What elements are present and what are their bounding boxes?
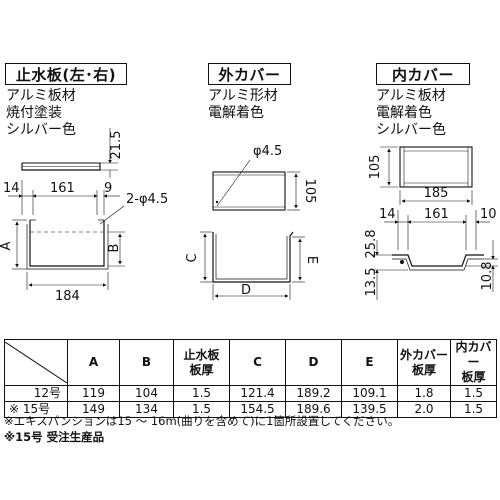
left-width-dims	[8, 180, 120, 215]
center-panel-title: 外カバー	[208, 63, 291, 85]
note-made-to-order: ※15号 受注生産品	[4, 430, 105, 444]
right-dim-h1: 25.8	[364, 230, 379, 259]
table-row: 12号 119 104 1.5 121.4 189.2 109.1 1.8 1.…	[4, 385, 497, 402]
note-expansion: ※エキスパンションは15 ～ 16m(曲りを含めて)に1箇所設置してください。	[4, 414, 400, 428]
table-cell: 109.1	[341, 385, 398, 402]
left-dim-total: 184	[55, 289, 80, 304]
left-dim-w3: 9	[104, 181, 112, 196]
center-height-dim	[287, 171, 300, 211]
left-spec: アルミ板材 焼付塗装 シルバー色	[6, 88, 76, 139]
table-header-seal-thickness-text: 止水板 板厚	[183, 347, 220, 377]
center-spec-line: アルミ形材	[208, 88, 278, 104]
table-cell: 1.8	[397, 385, 451, 402]
left-dim-w1: 14	[3, 181, 20, 196]
center-front-dims	[200, 231, 305, 300]
table-header-outer-thickness: 外カバー 板厚	[397, 339, 451, 386]
table-cell: 104	[119, 385, 174, 402]
left-top-view	[21, 128, 118, 178]
table-cell: 149	[67, 401, 120, 418]
right-dim-h2: 13.5	[364, 268, 379, 297]
left-dim-w2: 161	[50, 181, 75, 196]
table-cell: 189.6	[285, 401, 342, 418]
table-header-outer-thickness-text: 外カバー 板厚	[399, 347, 448, 377]
table-cell: 189.2	[285, 385, 342, 402]
table-cell: 1.5	[450, 385, 497, 402]
table-cell: 119	[67, 385, 120, 402]
table-header-b: B	[119, 339, 174, 386]
table-header-e: E	[341, 339, 398, 386]
technical-drawings: 21.5 14 161 9 2-φ4.5 A B 184	[0, 128, 498, 304]
table-cell: 1.5	[173, 401, 230, 418]
center-dim-e: E	[304, 256, 319, 264]
right-width-dims	[384, 210, 490, 250]
right-spec-line: アルミ板材	[376, 88, 446, 104]
right-top-dims	[380, 146, 473, 205]
right-dim-w3: 10	[480, 207, 497, 222]
table-header-seal-thickness: 止水板 板厚	[173, 339, 230, 386]
left-panel-title: 止水板(左･右)	[5, 63, 127, 85]
table-corner-diagonal	[5, 342, 67, 383]
right-spec: アルミ板材 電解着色 シルバー色	[376, 88, 446, 139]
right-dim-h3: 10.8	[480, 262, 495, 291]
table-header-d: D	[285, 339, 342, 386]
table-header-inner-thickness: 内カバー 板厚	[450, 339, 497, 386]
right-dim-height: 105	[368, 155, 383, 180]
center-dim-c: C	[185, 253, 200, 262]
left-front-view	[26, 219, 109, 270]
left-dim-a: A	[0, 241, 14, 250]
right-front-view	[392, 254, 484, 271]
table-header-c: C	[229, 339, 286, 386]
table-header-row: A B 止水板 板厚 C D E 外カバー 板厚 内カバー 板厚	[4, 339, 497, 386]
right-dim-w2: 161	[424, 207, 449, 222]
right-spec-line: シルバー色	[376, 122, 446, 138]
center-spec: アルミ形材 電解着色	[208, 88, 278, 122]
right-panel-title: 内カバー	[376, 63, 470, 85]
right-dim-width: 185	[424, 186, 449, 201]
left-spec-line: アルミ板材	[6, 88, 76, 104]
table-row-label: ※ 15号	[4, 401, 68, 418]
table-row: ※ 15号 149 134 1.5 154.5 189.6 139.5 2.0 …	[4, 401, 497, 418]
table-cell: 1.5	[173, 385, 230, 402]
table-cell: 134	[119, 401, 174, 418]
table-cell: 139.5	[341, 401, 398, 418]
left-dim-b: B	[107, 244, 122, 253]
right-front-dims	[372, 240, 498, 300]
table-cell: 121.4	[229, 385, 286, 402]
center-top-view	[212, 159, 286, 211]
right-top-view	[399, 146, 473, 188]
center-dim-height: 105	[302, 179, 317, 204]
center-spec-line: 電解着色	[208, 105, 264, 121]
right-spec-line: 電解着色	[376, 105, 432, 121]
left-dim-height: 21.5	[109, 131, 124, 160]
left-spec-line: シルバー色	[6, 122, 76, 138]
table-header-a: A	[67, 339, 120, 386]
spec-table: A B 止水板 板厚 C D E 外カバー 板厚 内カバー 板厚 12号 119…	[4, 339, 497, 418]
table-cell: 1.5	[450, 401, 497, 418]
table-cell: 2.0	[397, 401, 451, 418]
left-spec-line: 焼付塗装	[6, 105, 62, 121]
table-corner	[4, 339, 68, 386]
center-dim-d: D	[241, 283, 251, 298]
left-height-dims	[12, 219, 125, 290]
right-dim-w1: 14	[379, 207, 396, 222]
center-front-view	[212, 231, 294, 283]
center-dim-hole: φ4.5	[253, 144, 282, 159]
table-row-label: 12号	[4, 385, 68, 402]
left-dim-hole: 2-φ4.5	[126, 192, 168, 207]
table-header-inner-thickness-text: 内カバー 板厚	[455, 340, 492, 384]
table-cell: 154.5	[229, 401, 286, 418]
